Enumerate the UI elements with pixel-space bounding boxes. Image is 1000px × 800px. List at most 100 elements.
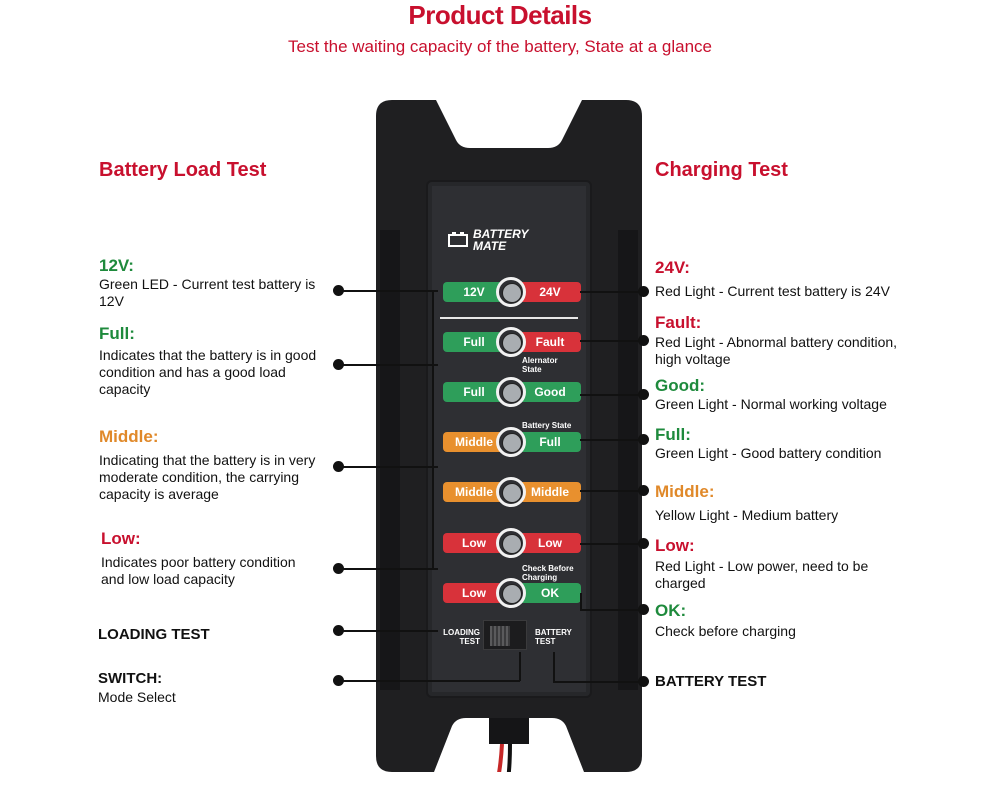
connector-dot [638,335,649,346]
indicator-middle: Middle [443,432,505,452]
indicator-24v: 24V [519,282,581,302]
connector-line [338,568,438,570]
annotation-desc: Indicates poor battery condition and low… [101,554,296,587]
annotation-label: Middle: [655,482,715,501]
connector-line [580,609,642,611]
caption-battery-state: Battery State [522,421,572,430]
annotation-desc: Indicating that the battery is in very m… [99,452,316,502]
connector-line [553,681,642,683]
annotation-desc: Green Light - Normal working voltage [655,396,887,412]
led-light [496,528,526,558]
connector-dot [638,286,649,297]
led-row-full-fault: Full Fault [443,327,581,357]
indicator-full: Full [519,432,581,452]
annotation-desc: Green LED - Current test battery is 12V [99,276,316,309]
connector-line [338,630,438,632]
connector-dot [638,434,649,445]
annotation-label: Middle: [99,427,159,446]
indicator-low: Low [519,533,581,553]
annotation-desc: Red Light - Abnormal battery condition, … [655,334,898,367]
connector-line [553,652,555,682]
connector-dot [638,676,649,687]
annotation-low-load: Low: Indicates poor battery condition an… [101,529,321,588]
switch-knob[interactable] [490,626,510,646]
indicator-good: Good [519,382,581,402]
connector-line [338,680,520,682]
connector-line [338,290,438,292]
indicator-ok: OK [519,583,581,603]
annotation-ok: OK: Check before charging [655,601,895,640]
connector-line [580,394,642,396]
brand-line-2: MATE [473,239,507,253]
connector-line [580,291,642,293]
annotation-label: Fault: [655,313,702,332]
annotation-desc: Check before charging [655,623,796,639]
annotation-desc: Red Light - Low power, need to be charge… [655,558,869,591]
annotation-label: Full: [99,324,135,343]
connector-line [432,290,434,570]
charging-test-heading: Charging Test [655,159,788,181]
connector-line [580,593,582,610]
annotation-switch: SWITCH: Mode Select [98,670,176,706]
led-row-12v-24v: 12V 24V [443,277,581,307]
annotation-desc: Yellow Light - Medium battery [655,507,839,523]
annotation-good: Good: Green Light - Normal working volta… [655,376,935,413]
page-title: Product Details [408,0,592,30]
indicator-middle: Middle [443,482,505,502]
led-row-low-ok: Low OK [443,578,581,608]
led-light [496,327,526,357]
led-light [496,578,526,608]
led-row-middle-middle: Middle Middle [443,477,581,507]
annotation-label: Good: [655,376,706,395]
connector-line [580,490,642,492]
connector-dot [638,604,649,615]
battery-icon [448,231,468,247]
led-light [496,277,526,307]
led-row-full-good: Full Good [443,377,581,407]
battery-load-test-heading: Battery Load Test [99,159,267,181]
annotation-desc: Red Light - Current test battery is 24V [655,283,890,299]
annotation-battery-test: BATTERY TEST [655,673,767,690]
annotation-24v: 24V: Red Light - Current test battery is… [655,258,935,300]
indicator-full: Full [443,332,505,352]
connector-dot [638,538,649,549]
annotation-label: SWITCH: [98,670,163,687]
annotation-label: 24V: [655,258,690,277]
indicator-middle: Middle [519,482,581,502]
annotation-desc: Mode Select [98,689,176,705]
connector-line [519,652,521,681]
brand-line-1: BATTERY [473,227,529,241]
indicator-full: Full [443,382,505,402]
connector-line [580,340,642,342]
annotation-label: 12V: [99,256,134,275]
annotation-middle-charge: Middle: Yellow Light - Medium battery [655,482,935,524]
annotation-desc: Green Light - Good battery condition [655,445,882,461]
page-subtitle: Test the waiting capacity of the battery… [288,37,712,56]
annotation-label: Low: [655,536,695,555]
connector-line [338,466,438,468]
led-row-low-low: Low Low [443,528,581,558]
annotation-label: OK: [655,601,687,620]
annotation-label: Full: [655,425,691,444]
mode-switch[interactable] [483,620,527,650]
panel-divider [440,317,578,319]
led-light [496,477,526,507]
annotation-full-load: Full: Indicates that the battery is in g… [99,324,339,398]
annotation-label: Low: [101,529,141,548]
connector-dot [638,485,649,496]
annotation-full-charge: Full: Green Light - Good battery conditi… [655,425,935,462]
led-row-middle-full: Middle Full [443,427,581,457]
led-light [496,377,526,407]
annotation-loading-test: LOADING TEST [98,626,210,643]
annotation-low-charge: Low: Red Light - Low power, need to be c… [655,536,895,592]
indicator-low: Low [443,533,505,553]
led-light [496,427,526,457]
connector-line [580,439,642,441]
indicator-low: Low [443,583,505,603]
